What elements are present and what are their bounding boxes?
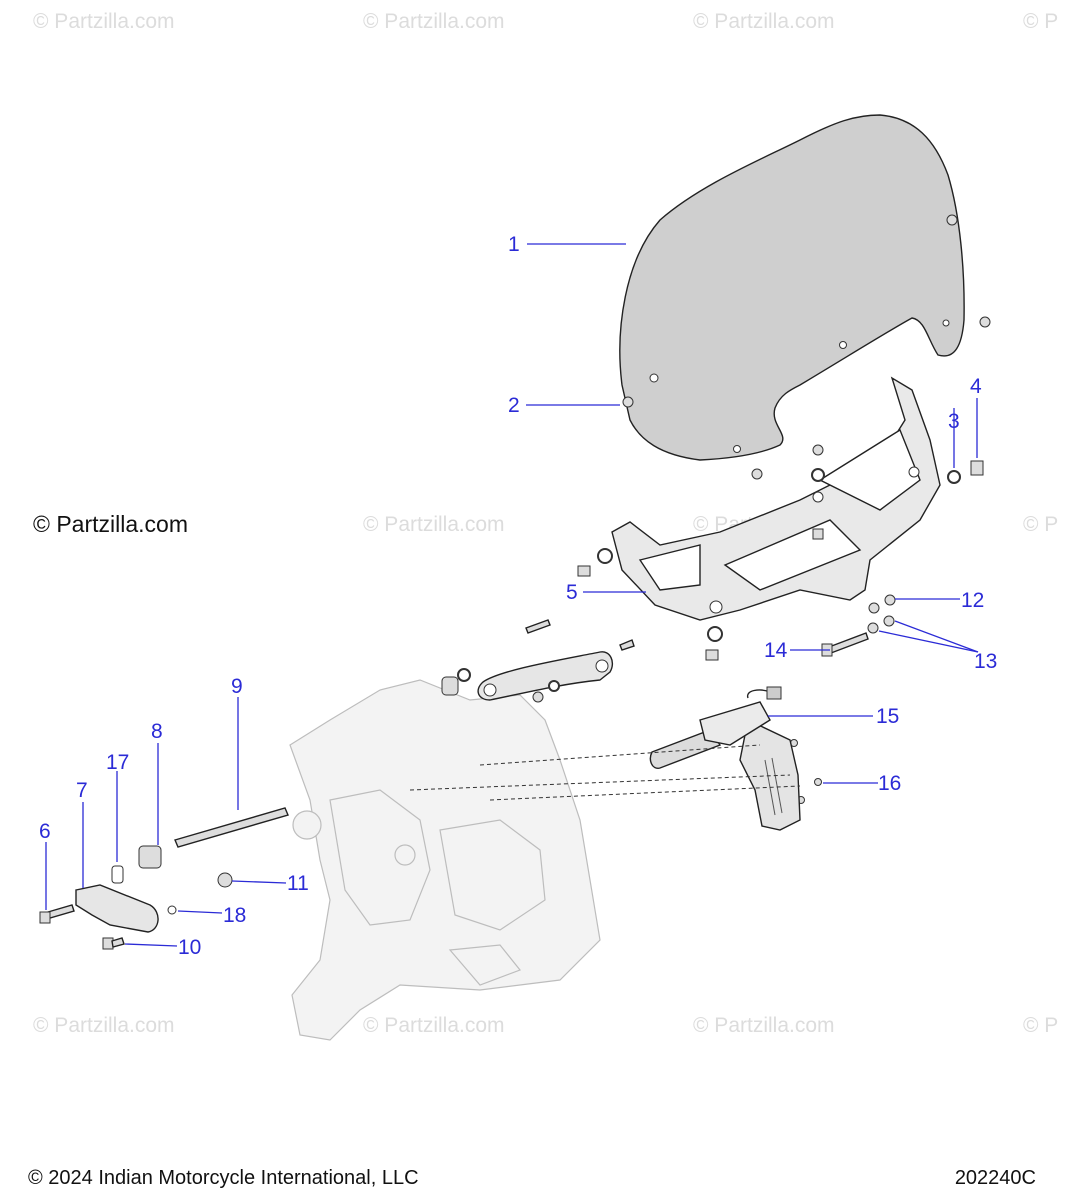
frame-assembly — [289, 679, 601, 1041]
watermark: © Partzilla.com — [33, 1014, 175, 1037]
bracket — [611, 376, 941, 621]
callout-11: 11 — [287, 872, 309, 895]
callout-12: 12 — [961, 589, 984, 612]
watermark: © Partzilla.com — [363, 513, 505, 536]
callout-5: 5 — [566, 581, 578, 604]
watermark: © P — [1023, 513, 1059, 536]
callout-14: 14 — [764, 639, 788, 662]
callout-17: 17 — [106, 751, 129, 774]
watermark: © P — [1023, 10, 1059, 33]
callout-6: 6 — [39, 820, 51, 843]
callout-2: 2 — [508, 394, 520, 417]
callout-9: 9 — [231, 675, 243, 698]
callout-13: 13 — [974, 650, 997, 673]
actuator-motor — [649, 686, 801, 831]
callout-18: 18 — [223, 904, 246, 927]
footer-copyright: © 2024 Indian Motorcycle International, … — [28, 1167, 419, 1189]
leader-lines — [45, 243, 979, 947]
callout-1: 1 — [508, 233, 520, 256]
watermark: © Partzilla.com — [693, 10, 835, 33]
callout-15: 15 — [876, 705, 899, 728]
alignment-lines — [409, 744, 801, 801]
watermark: © Partzilla.com — [33, 10, 175, 33]
callout-10: 10 — [178, 936, 201, 959]
callout-16: 16 — [878, 772, 901, 795]
callout-7: 7 — [76, 779, 88, 802]
callout-4: 4 — [970, 375, 982, 398]
watermark: © P — [1023, 1014, 1059, 1037]
windshield — [619, 114, 965, 461]
callout-3: 3 — [948, 410, 960, 433]
callouts: 1 2 3 4 5 6 7 8 9 10 11 12 13 14 15 16 1… — [39, 233, 997, 959]
diagram-code: 202240C — [954, 1167, 1036, 1189]
copyright-watermark: © Partzilla.com — [33, 511, 188, 537]
watermark: © Partzilla.com — [693, 1014, 835, 1037]
callout-8: 8 — [151, 720, 163, 743]
watermark: © Partzilla.com — [363, 10, 505, 33]
watermark: © Partzilla.com — [363, 1014, 505, 1037]
